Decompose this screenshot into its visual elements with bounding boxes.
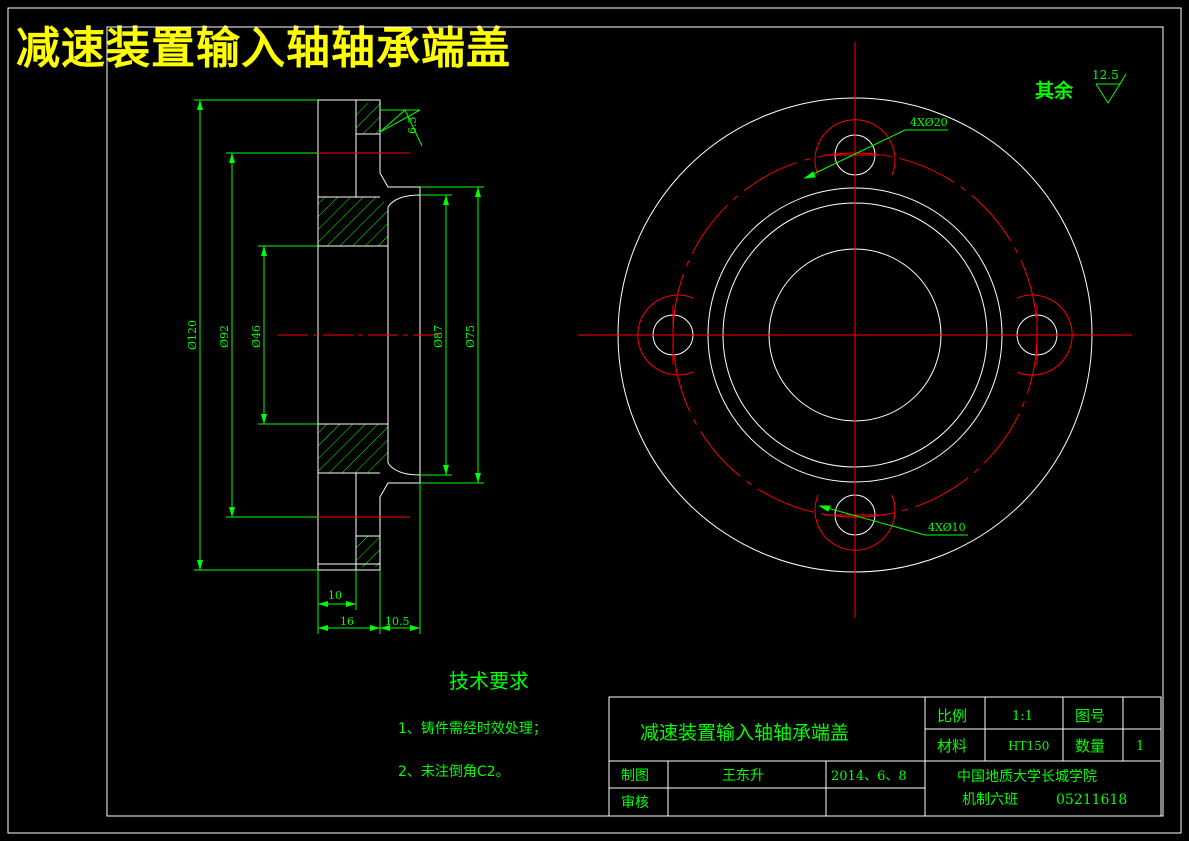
hatched-section xyxy=(318,100,388,567)
front-centerlines xyxy=(578,42,1132,618)
title-block-school: 中国地质大学长城学院 xyxy=(957,769,1097,785)
front-leaders xyxy=(803,129,968,536)
dim-d92: Ø92 xyxy=(218,325,231,348)
tech-item-2: 2、未注倒角C2。 xyxy=(398,764,510,780)
sheet-frame xyxy=(7,7,1182,834)
dim-d87: Ø87 xyxy=(432,325,445,348)
title-block-drawn-by: 王东升 xyxy=(722,768,764,784)
dim-len-10: 10 xyxy=(328,589,342,602)
section-arrows xyxy=(197,100,481,631)
title-block: 减速装置输入轴轴承端盖 比例 1:1 图号 材料 HT150 数量 1 制图 王… xyxy=(608,696,1162,817)
dim-len-10-5: 10.5 xyxy=(385,615,410,628)
dim-d120: Ø120 xyxy=(186,320,199,350)
title-block-class: 机制六班 xyxy=(962,792,1018,808)
title-block-checked-label: 审核 xyxy=(621,795,649,811)
dim-d75: Ø75 xyxy=(464,325,477,348)
dim-d46: Ø46 xyxy=(250,325,263,348)
surface-finish-local: 6.3 xyxy=(406,117,419,135)
title-block-material-label: 材料 xyxy=(937,737,967,755)
callout-4x20: 4XØ20 xyxy=(910,116,948,129)
front-view: 4XØ20 4XØ10 xyxy=(578,42,1132,618)
title-block-scale-value: 1:1 xyxy=(1012,709,1033,724)
drawing-title: 减速装置输入轴轴承端盖 xyxy=(16,23,511,74)
dim-len-16: 16 xyxy=(340,615,354,628)
title-block-quantity-label: 数量 xyxy=(1075,737,1105,755)
title-block-scale-label: 比例 xyxy=(937,707,967,725)
title-block-quantity-value: 1 xyxy=(1136,739,1144,754)
callout-4x10: 4XØ10 xyxy=(928,521,966,534)
section-view: Ø120 Ø92 Ø46 Ø87 Ø75 10 16 10.5 6.3 xyxy=(186,99,484,634)
surface-finish-label: 其余 xyxy=(1035,79,1074,102)
tech-heading: 技术要求 xyxy=(449,669,529,693)
tech-item-1: 1、铸件需经时效处理； xyxy=(398,721,547,737)
title-block-material-value: HT150 xyxy=(1008,739,1049,753)
surface-finish-default: 12.5 xyxy=(1092,68,1119,82)
title-block-student-id: 05211618 xyxy=(1056,792,1127,808)
title-block-date: 2014、6、8 xyxy=(831,769,907,784)
title-block-drawn-label: 制图 xyxy=(621,768,649,784)
title-block-drawing-no-label: 图号 xyxy=(1075,707,1105,725)
section-dimensions xyxy=(194,99,484,634)
title-block-part-name: 减速装置输入轴轴承端盖 xyxy=(640,722,849,744)
tech-requirements: 技术要求 1、铸件需经时效处理； 2、未注倒角C2。 xyxy=(398,669,547,780)
surface-finish-note: 其余 12.5 xyxy=(1035,68,1127,104)
